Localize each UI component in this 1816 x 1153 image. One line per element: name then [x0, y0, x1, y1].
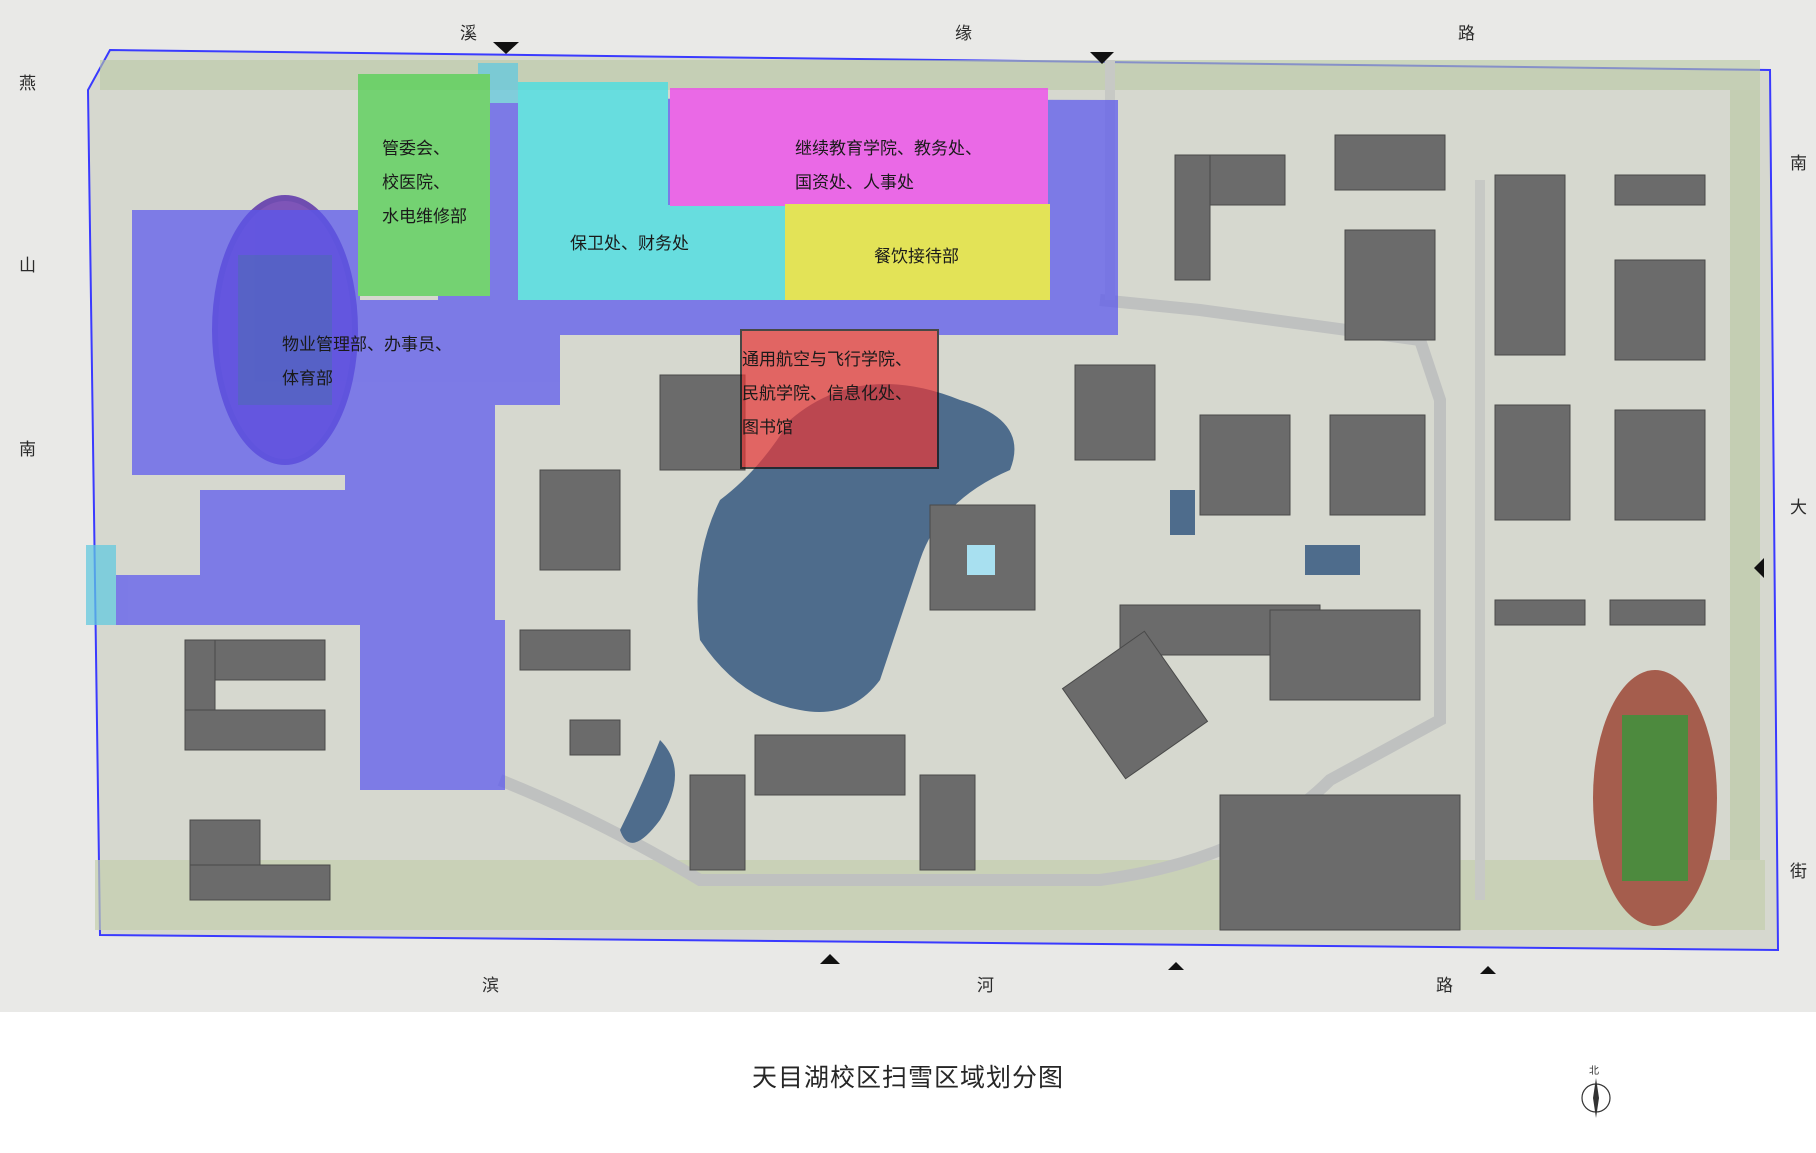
- zone-label-green: 管委会、 校医院、 水电维修部: [382, 139, 467, 227]
- road-label-south-1: 滨: [482, 976, 499, 996]
- zone-label-red: 通用航空与飞行学院、 民航学院、信息化处、 图书馆: [742, 350, 912, 438]
- road-label-west-1: 燕: [19, 74, 36, 94]
- road-label-south-2: 河: [977, 976, 994, 996]
- road-label-north-3: 路: [1458, 24, 1475, 44]
- map-title: 天目湖校区扫雪区域划分图: [751, 1063, 1064, 1092]
- road-label-east-2: 大: [1790, 498, 1807, 518]
- map-drawing: [86, 42, 1780, 974]
- road-label-north-1: 溪: [460, 24, 477, 44]
- north-label: 北: [1589, 1066, 1599, 1077]
- zone-label-blue: 物业管理部、办事员、 体育部: [282, 335, 452, 389]
- campus-map: 溪 缘 路 滨 河 路 燕 山 南 南 大 街 管委会、 校医院、 水电维修部 …: [0, 0, 1816, 1012]
- road-label-east-1: 南: [1790, 154, 1807, 174]
- zone-label-cyan: 保卫处、财务处: [570, 234, 689, 254]
- road-label-west-2: 山: [19, 256, 36, 276]
- road-label-east-3: 街: [1790, 862, 1807, 882]
- north-arrow-icon: [1581, 1078, 1611, 1118]
- road-label-south-3: 路: [1436, 976, 1453, 996]
- road-label-west-3: 南: [19, 440, 36, 460]
- zone-label-yellow: 餐饮接待部: [874, 247, 959, 267]
- road-label-north-2: 缘: [955, 24, 972, 44]
- zone-label-magenta: 继续教育学院、教务处、 国资处、人事处: [795, 139, 982, 193]
